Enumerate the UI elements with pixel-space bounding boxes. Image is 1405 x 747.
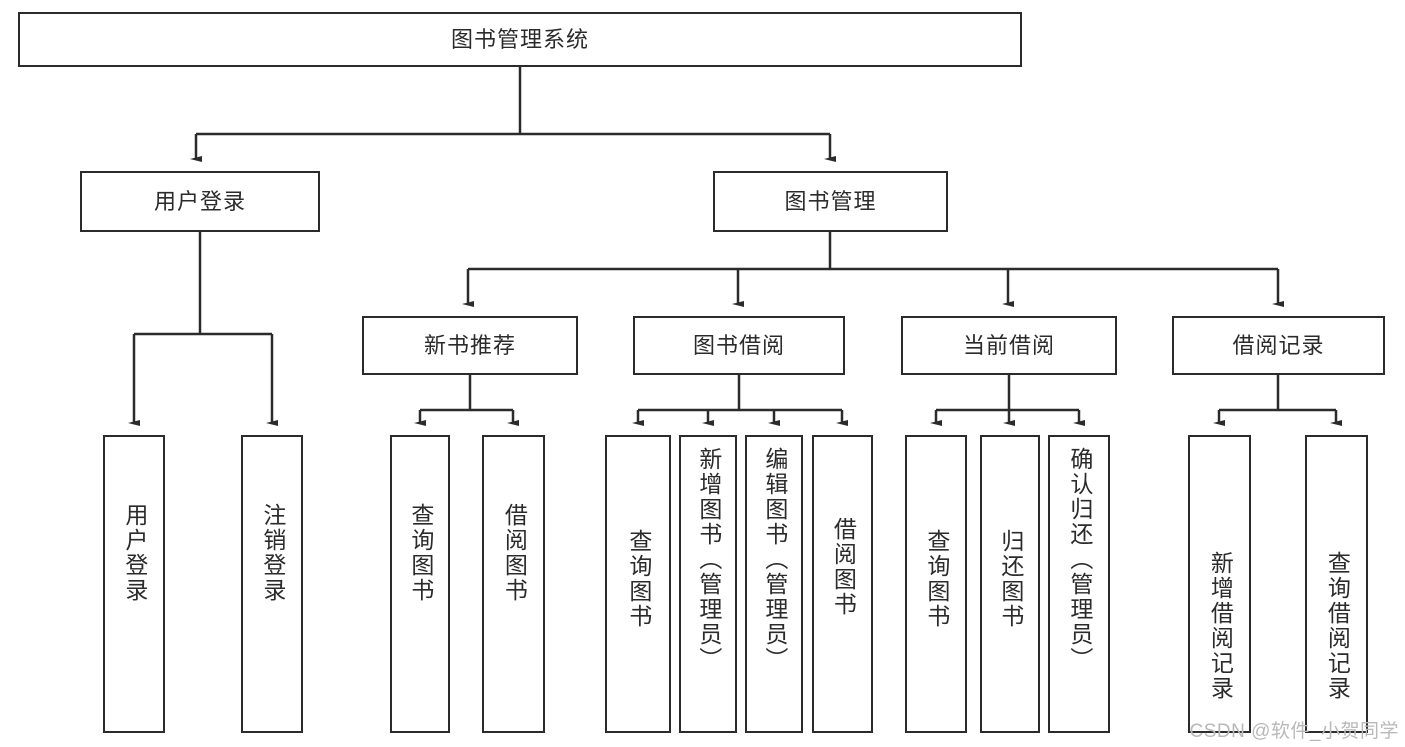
node-root-label: 图书管理系统	[450, 26, 589, 52]
leaf-query-book-recommend-label: 查询图书	[407, 503, 434, 603]
leaf-borrow-book[interactable]: 借阅图书	[812, 435, 873, 733]
leaf-add-book-admin-label: 新增图书（管理员）	[695, 447, 722, 672]
leaf-edit-book-admin[interactable]: 编辑图书（管理员）	[745, 435, 803, 733]
node-book-management[interactable]: 图书管理	[713, 171, 948, 232]
leaf-edit-book-admin-label: 编辑图书（管理员）	[761, 447, 788, 672]
node-user-login-label: 用户登录	[153, 188, 246, 214]
node-new-book-recommend[interactable]: 新书推荐	[362, 316, 578, 375]
leaf-borrow-book-label: 借阅图书	[830, 517, 857, 617]
leaf-user-login-label: 用户登录	[121, 503, 148, 603]
leaf-query-book-recommend[interactable]: 查询图书	[390, 435, 450, 733]
leaf-borrow-book-recommend[interactable]: 借阅图书	[482, 435, 545, 733]
csdn-watermark: CSDN @软件_小贺同学	[1189, 721, 1399, 742]
node-book-management-label: 图书管理	[784, 188, 877, 214]
node-borrow-record-label: 借阅记录	[1232, 332, 1325, 358]
node-current-borrow[interactable]: 当前借阅	[901, 316, 1117, 375]
leaf-query-borrow-record[interactable]: 查询借阅记录	[1305, 435, 1368, 733]
node-book-borrow-label: 图书借阅	[692, 332, 785, 358]
leaf-query-book-borrow-label: 查询图书	[625, 529, 652, 629]
leaf-query-borrow-record-label: 查询借阅记录	[1324, 551, 1351, 701]
leaf-return-book[interactable]: 归还图书	[980, 435, 1040, 733]
leaf-query-book-borrow[interactable]: 查询图书	[605, 435, 671, 733]
leaf-confirm-return-admin-label: 确认归还（管理员）	[1066, 447, 1093, 672]
leaf-logout-login[interactable]: 注销登录	[241, 435, 303, 733]
leaf-add-book-admin[interactable]: 新增图书（管理员）	[679, 435, 737, 733]
leaf-query-book-current[interactable]: 查询图书	[905, 435, 967, 733]
leaf-add-borrow-record-label: 新增借阅记录	[1207, 551, 1234, 701]
node-user-login[interactable]: 用户登录	[80, 171, 320, 232]
node-borrow-record[interactable]: 借阅记录	[1172, 316, 1385, 375]
node-current-borrow-label: 当前借阅	[962, 332, 1055, 358]
node-new-book-recommend-label: 新书推荐	[423, 332, 516, 358]
node-root[interactable]: 图书管理系统	[18, 12, 1022, 67]
leaf-return-book-label: 归还图书	[997, 529, 1024, 629]
leaf-user-login[interactable]: 用户登录	[103, 435, 165, 733]
leaf-query-book-current-label: 查询图书	[923, 529, 950, 629]
leaf-add-borrow-record[interactable]: 新增借阅记录	[1188, 435, 1251, 733]
node-book-borrow[interactable]: 图书借阅	[633, 316, 845, 375]
leaf-confirm-return-admin[interactable]: 确认归还（管理员）	[1048, 435, 1110, 733]
leaf-logout-login-label: 注销登录	[259, 503, 286, 603]
leaf-borrow-book-recommend-label: 借阅图书	[501, 503, 528, 603]
